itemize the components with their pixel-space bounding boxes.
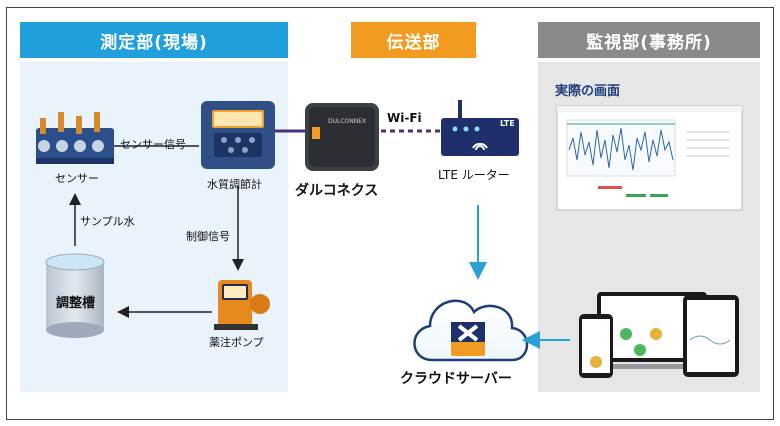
lte-badge: LTE bbox=[500, 119, 515, 128]
transmission-header: 伝送部 bbox=[351, 22, 476, 58]
monitoring-panel bbox=[538, 62, 760, 392]
dulconnex-label: ダルコネクス bbox=[295, 183, 379, 199]
cloud-server-label: クラウドサーバー bbox=[400, 371, 512, 387]
actual-screen-label: 実際の画面 bbox=[555, 84, 621, 99]
measurement-header: 測定部(現場) bbox=[20, 22, 288, 58]
control-signal-label: 制御信号 bbox=[186, 230, 230, 243]
pump-label: 薬注ポンプ bbox=[209, 336, 264, 349]
tank-label: 調整槽 bbox=[56, 296, 96, 311]
wifi-label: Wi-Fi bbox=[387, 111, 422, 125]
sensor-signal-label: センサー信号 bbox=[120, 138, 186, 151]
sample-water-label: サンプル水 bbox=[80, 215, 135, 228]
monitoring-header: 監視部(事務所) bbox=[538, 22, 760, 58]
lte-router-label: LTE ルーター bbox=[438, 168, 510, 182]
sensor-label: センサー bbox=[55, 172, 99, 185]
controller-label: 水質調節計 bbox=[207, 178, 262, 191]
